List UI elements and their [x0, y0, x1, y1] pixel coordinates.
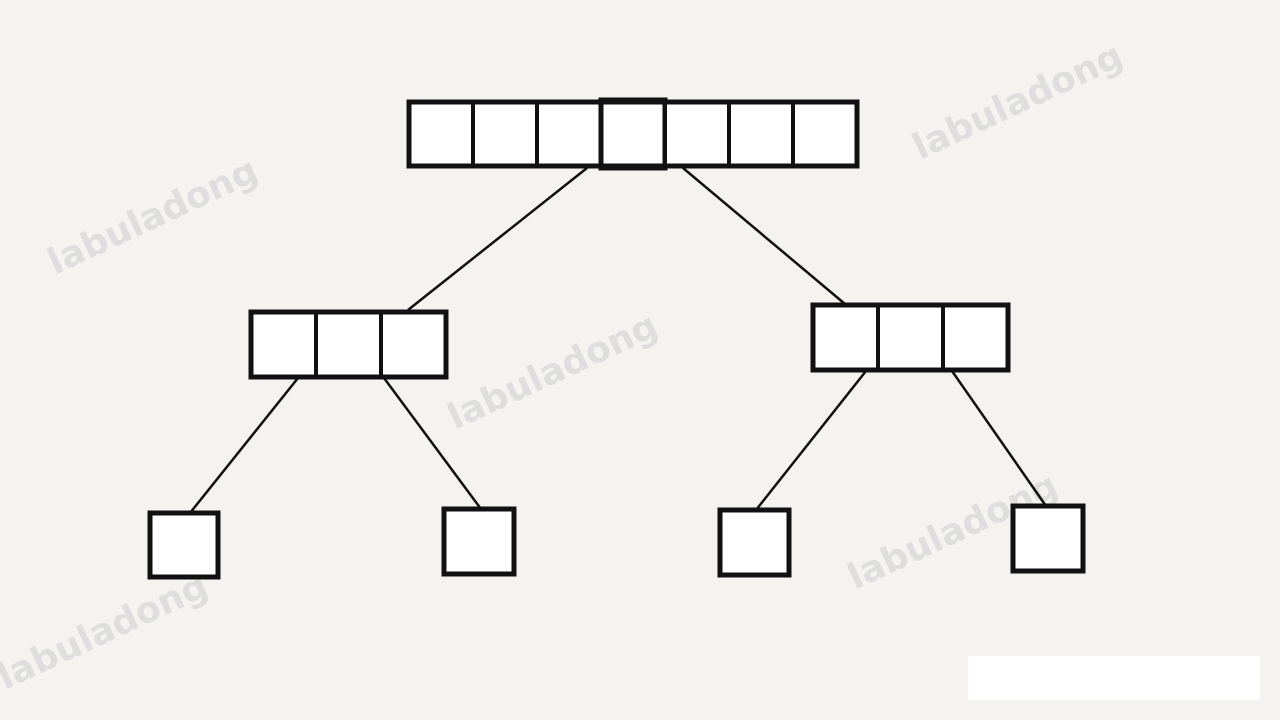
watermark: labuladong — [41, 150, 264, 283]
watermark: labuladong — [0, 565, 214, 698]
root-node — [406, 97, 860, 171]
leaf-node — [1010, 503, 1086, 574]
leaf-node — [717, 507, 792, 578]
array-cell — [249, 310, 318, 379]
watermark: labuladong — [906, 35, 1129, 168]
array-cell — [471, 100, 539, 168]
leaf-nodes — [147, 503, 1086, 580]
edge-right-leaf3 — [755, 370, 867, 511]
left-child-outline — [248, 309, 449, 380]
left-child-node — [248, 309, 449, 380]
array-cell — [379, 310, 448, 379]
array-cell — [407, 100, 475, 168]
array-cell — [941, 303, 1010, 372]
array-cell — [535, 100, 603, 168]
right-child-node — [810, 302, 1011, 373]
array-cell — [876, 303, 945, 372]
watermark: labuladong — [441, 305, 664, 438]
array-cell — [791, 100, 859, 168]
array-cell — [727, 100, 795, 168]
white-patch — [968, 656, 1260, 700]
leaf-node — [441, 506, 517, 577]
leaf-node — [147, 510, 221, 580]
edge-left-leaf1 — [189, 377, 299, 514]
edge-root-left — [407, 167, 588, 311]
array-cell — [314, 310, 383, 379]
array-cell — [811, 303, 880, 372]
right-child-outline — [810, 302, 1011, 373]
array-cell — [663, 100, 731, 168]
root-outline — [406, 99, 860, 169]
edge-right-leaf4 — [950, 370, 1048, 507]
edge-left-leaf2 — [382, 377, 483, 510]
edge-root-right — [682, 167, 846, 305]
array-cell-highlighted — [598, 97, 668, 171]
edges — [189, 167, 1048, 514]
